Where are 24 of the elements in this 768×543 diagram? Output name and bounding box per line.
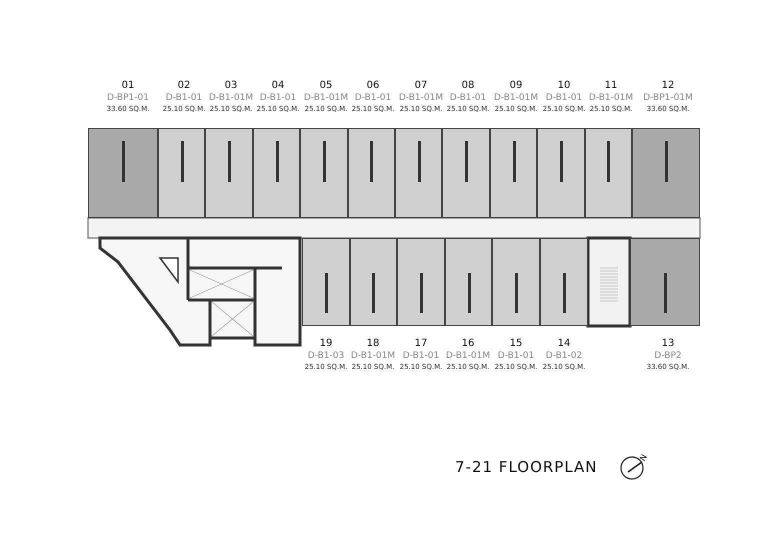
unit-number: 16 (460, 339, 476, 349)
north-letter: N (638, 452, 649, 463)
unit-type: D-BP1-01 (106, 94, 150, 103)
unit-number: 03 (224, 81, 238, 91)
unit-number: 09 (508, 81, 524, 91)
unit-number: 01 (120, 81, 136, 91)
unit-type: D-BP2 (653, 352, 683, 361)
plan-title: 7-21 FLOORPLAN (455, 458, 598, 476)
unit-number: 06 (366, 81, 380, 91)
unit-number: 18 (366, 339, 380, 349)
unit-number: 05 (318, 81, 334, 91)
unit-number: 08 (460, 81, 476, 91)
unit-number: 11 (604, 81, 618, 91)
unit-number: 13 (660, 339, 676, 349)
unit-number: 14 (556, 339, 572, 349)
unit-number: 04 (270, 81, 286, 91)
unit-number: 19 (318, 339, 334, 349)
unit-number: 02 (176, 81, 192, 91)
unit-number: 10 (556, 81, 572, 91)
unit-number: 17 (414, 339, 428, 349)
unit-number: 12 (660, 81, 676, 91)
unit-number: 07 (414, 81, 428, 91)
unit-type: D-BP1-01M (642, 94, 694, 103)
unit-number: 15 (508, 339, 524, 349)
